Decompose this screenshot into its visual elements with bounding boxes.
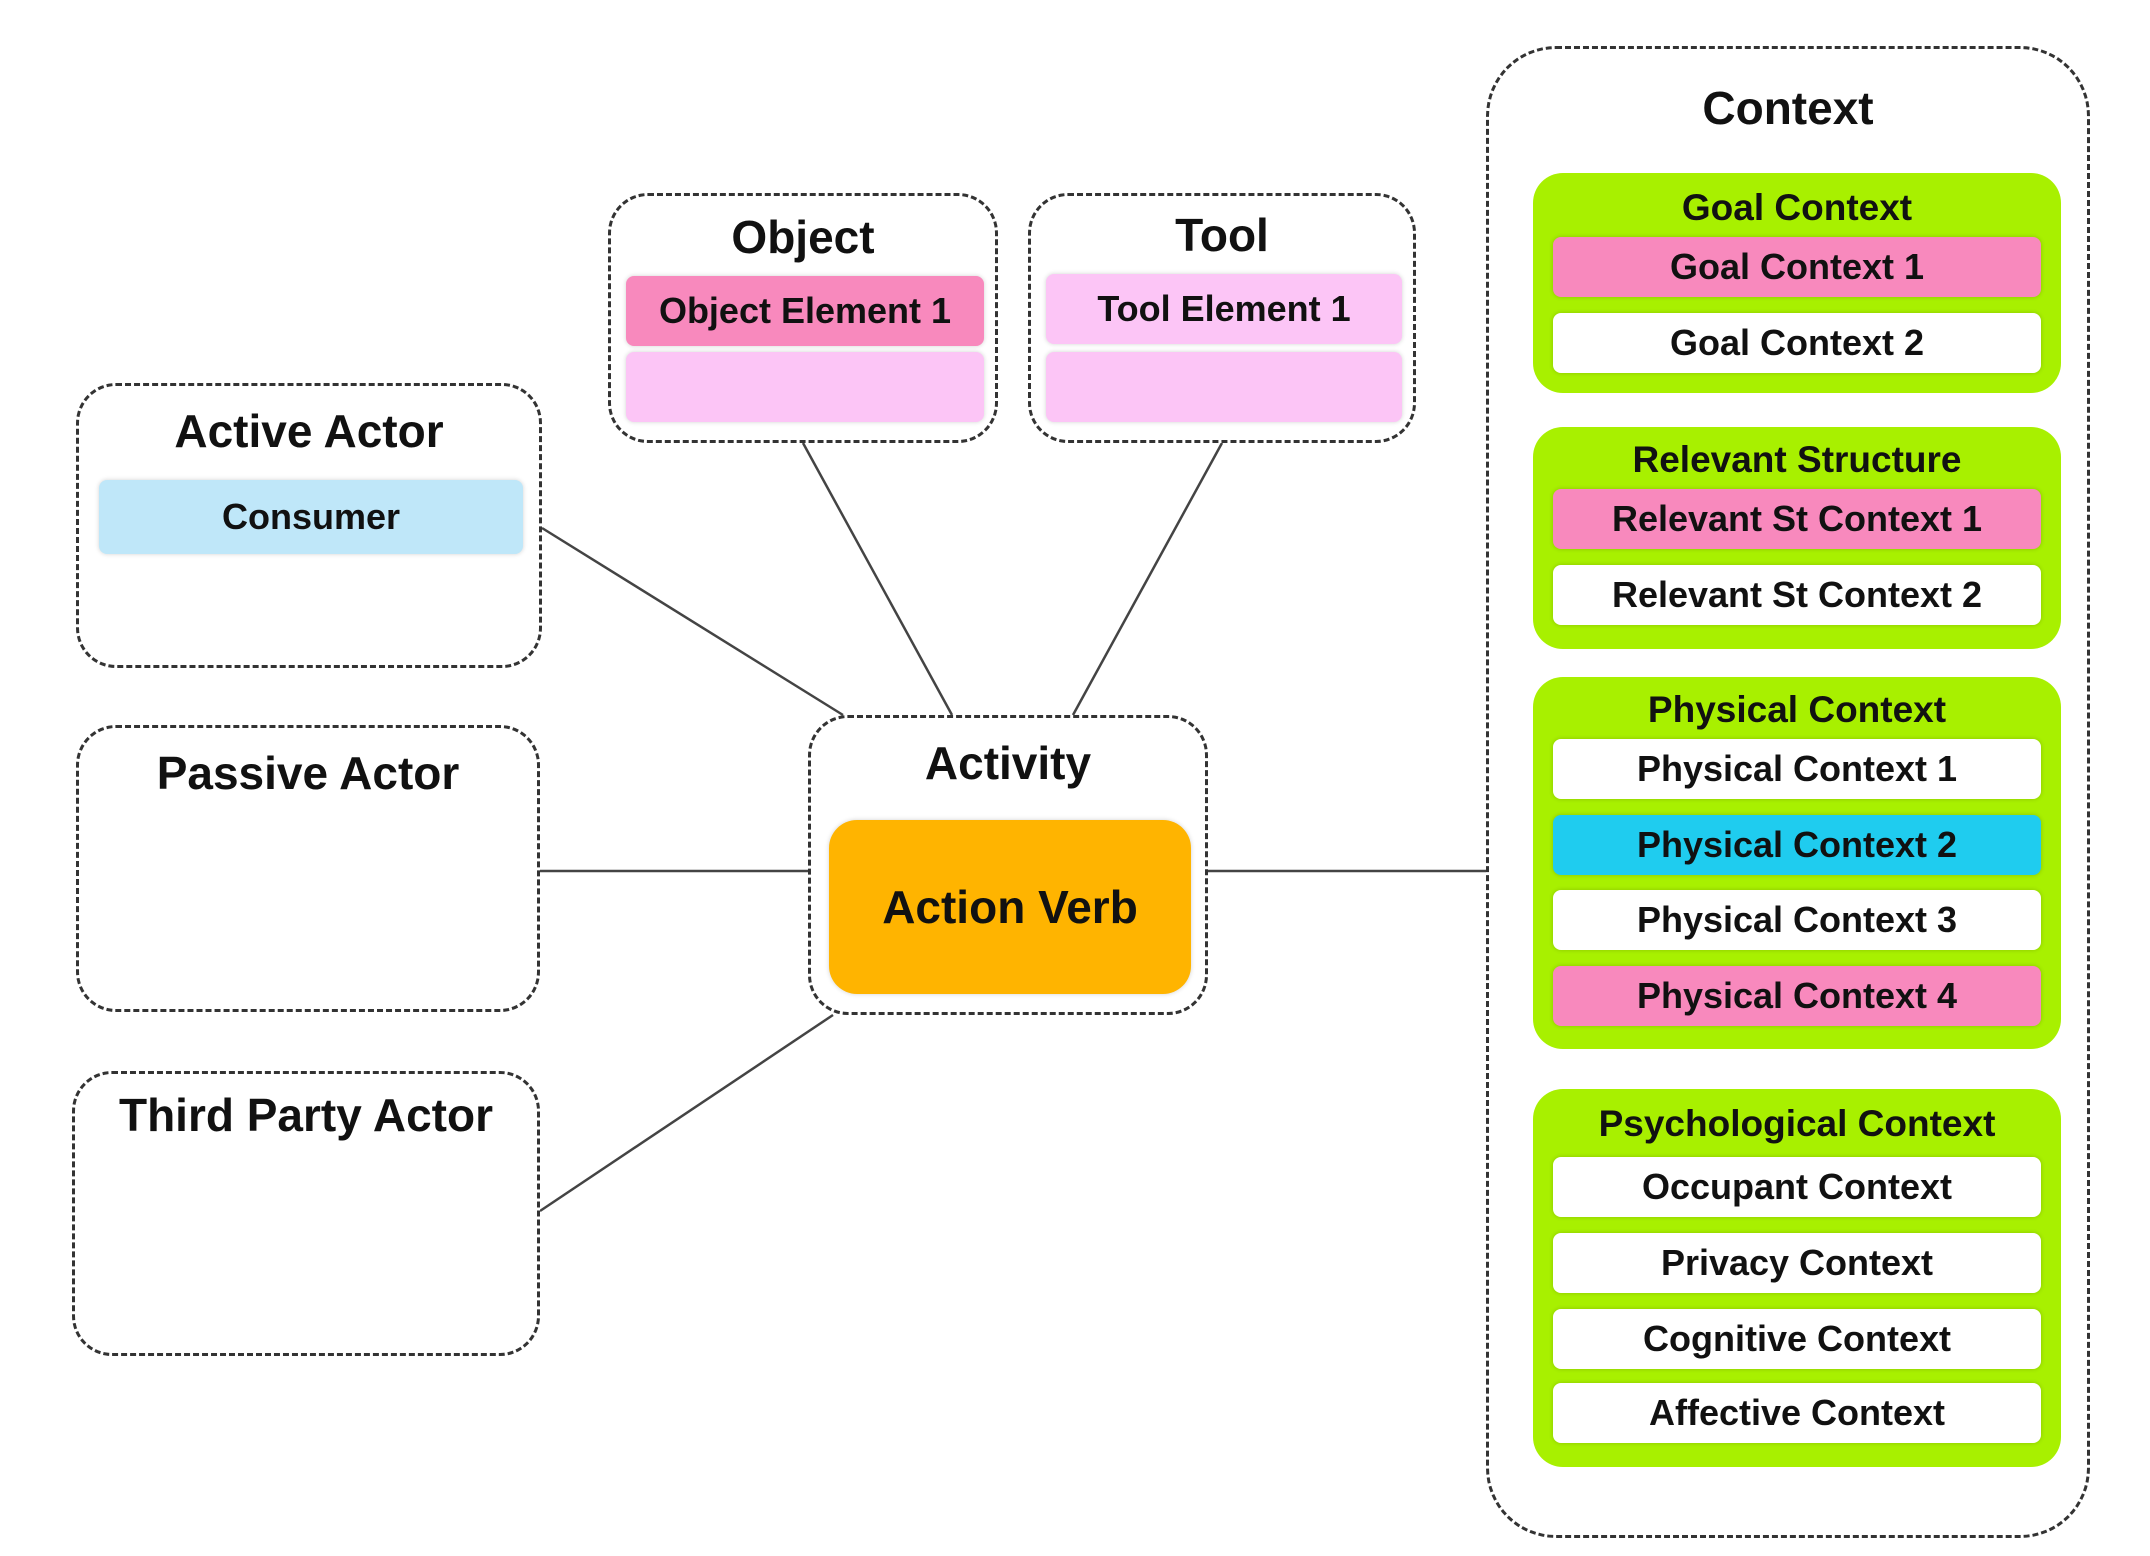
privacy-context: Privacy Context xyxy=(1553,1233,2041,1293)
relevant-st-context-2: Relevant St Context 2 xyxy=(1553,565,2041,625)
relevant-structure-group: Relevant Structure Relevant St Context 1… xyxy=(1533,427,2061,649)
goal-context-group: Goal Context Goal Context 1 Goal Context… xyxy=(1533,173,2061,393)
connector-third-party-actor xyxy=(539,1013,834,1213)
passive-actor-title: Passive Actor xyxy=(156,747,460,799)
object-element-empty xyxy=(626,352,984,422)
active-actor-box: Active Actor Consumer xyxy=(76,383,542,668)
physical-context-4: Physical Context 4 xyxy=(1553,966,2041,1026)
physical-context-1: Physical Context 1 xyxy=(1553,739,2041,799)
physical-context-3: Physical Context 3 xyxy=(1553,890,2041,950)
physical-context-group: Physical Context Physical Context 1 Phys… xyxy=(1533,677,2061,1049)
third-party-actor-title: Third Party Actor xyxy=(118,1089,494,1141)
affective-context: Affective Context xyxy=(1553,1383,2041,1443)
psychological-context-group: Psychological Context Occupant Context P… xyxy=(1533,1089,2061,1467)
connector-active-actor xyxy=(541,526,844,717)
goal-context-title: Goal Context xyxy=(1681,187,1913,228)
occupant-context: Occupant Context xyxy=(1553,1157,2041,1217)
goal-context-1: Goal Context 1 xyxy=(1553,237,2041,297)
context-box: Context Goal Context Goal Context 1 Goal… xyxy=(1486,46,2090,1538)
physical-context-2: Physical Context 2 xyxy=(1553,815,2041,875)
connector-tool xyxy=(1071,442,1224,716)
object-box: Object Object Element 1 xyxy=(608,193,998,443)
active-actor-consumer: Consumer xyxy=(99,480,523,554)
activity-title: Activity xyxy=(924,737,1092,789)
activity-box: Activity Action Verb xyxy=(808,715,1208,1015)
tool-element-empty xyxy=(1046,352,1402,422)
action-verb: Action Verb xyxy=(829,820,1191,994)
object-title: Object xyxy=(731,211,875,263)
tool-title: Tool xyxy=(1175,209,1269,261)
goal-context-2: Goal Context 2 xyxy=(1553,313,2041,373)
relevant-st-context-1: Relevant St Context 1 xyxy=(1553,489,2041,549)
connector-object xyxy=(801,442,954,716)
active-actor-title: Active Actor xyxy=(174,405,444,457)
object-element-1: Object Element 1 xyxy=(626,276,984,346)
passive-actor-box: Passive Actor xyxy=(76,725,540,1012)
tool-box: Tool Tool Element 1 xyxy=(1028,193,1416,443)
third-party-actor-box: Third Party Actor xyxy=(72,1071,540,1356)
tool-element-1: Tool Element 1 xyxy=(1046,274,1402,344)
cognitive-context: Cognitive Context xyxy=(1553,1309,2041,1369)
physical-context-title: Physical Context xyxy=(1647,689,1947,730)
relevant-structure-title: Relevant Structure xyxy=(1632,439,1962,480)
psychological-context-title: Psychological Context xyxy=(1598,1103,1996,1144)
context-title: Context xyxy=(1702,82,1874,134)
